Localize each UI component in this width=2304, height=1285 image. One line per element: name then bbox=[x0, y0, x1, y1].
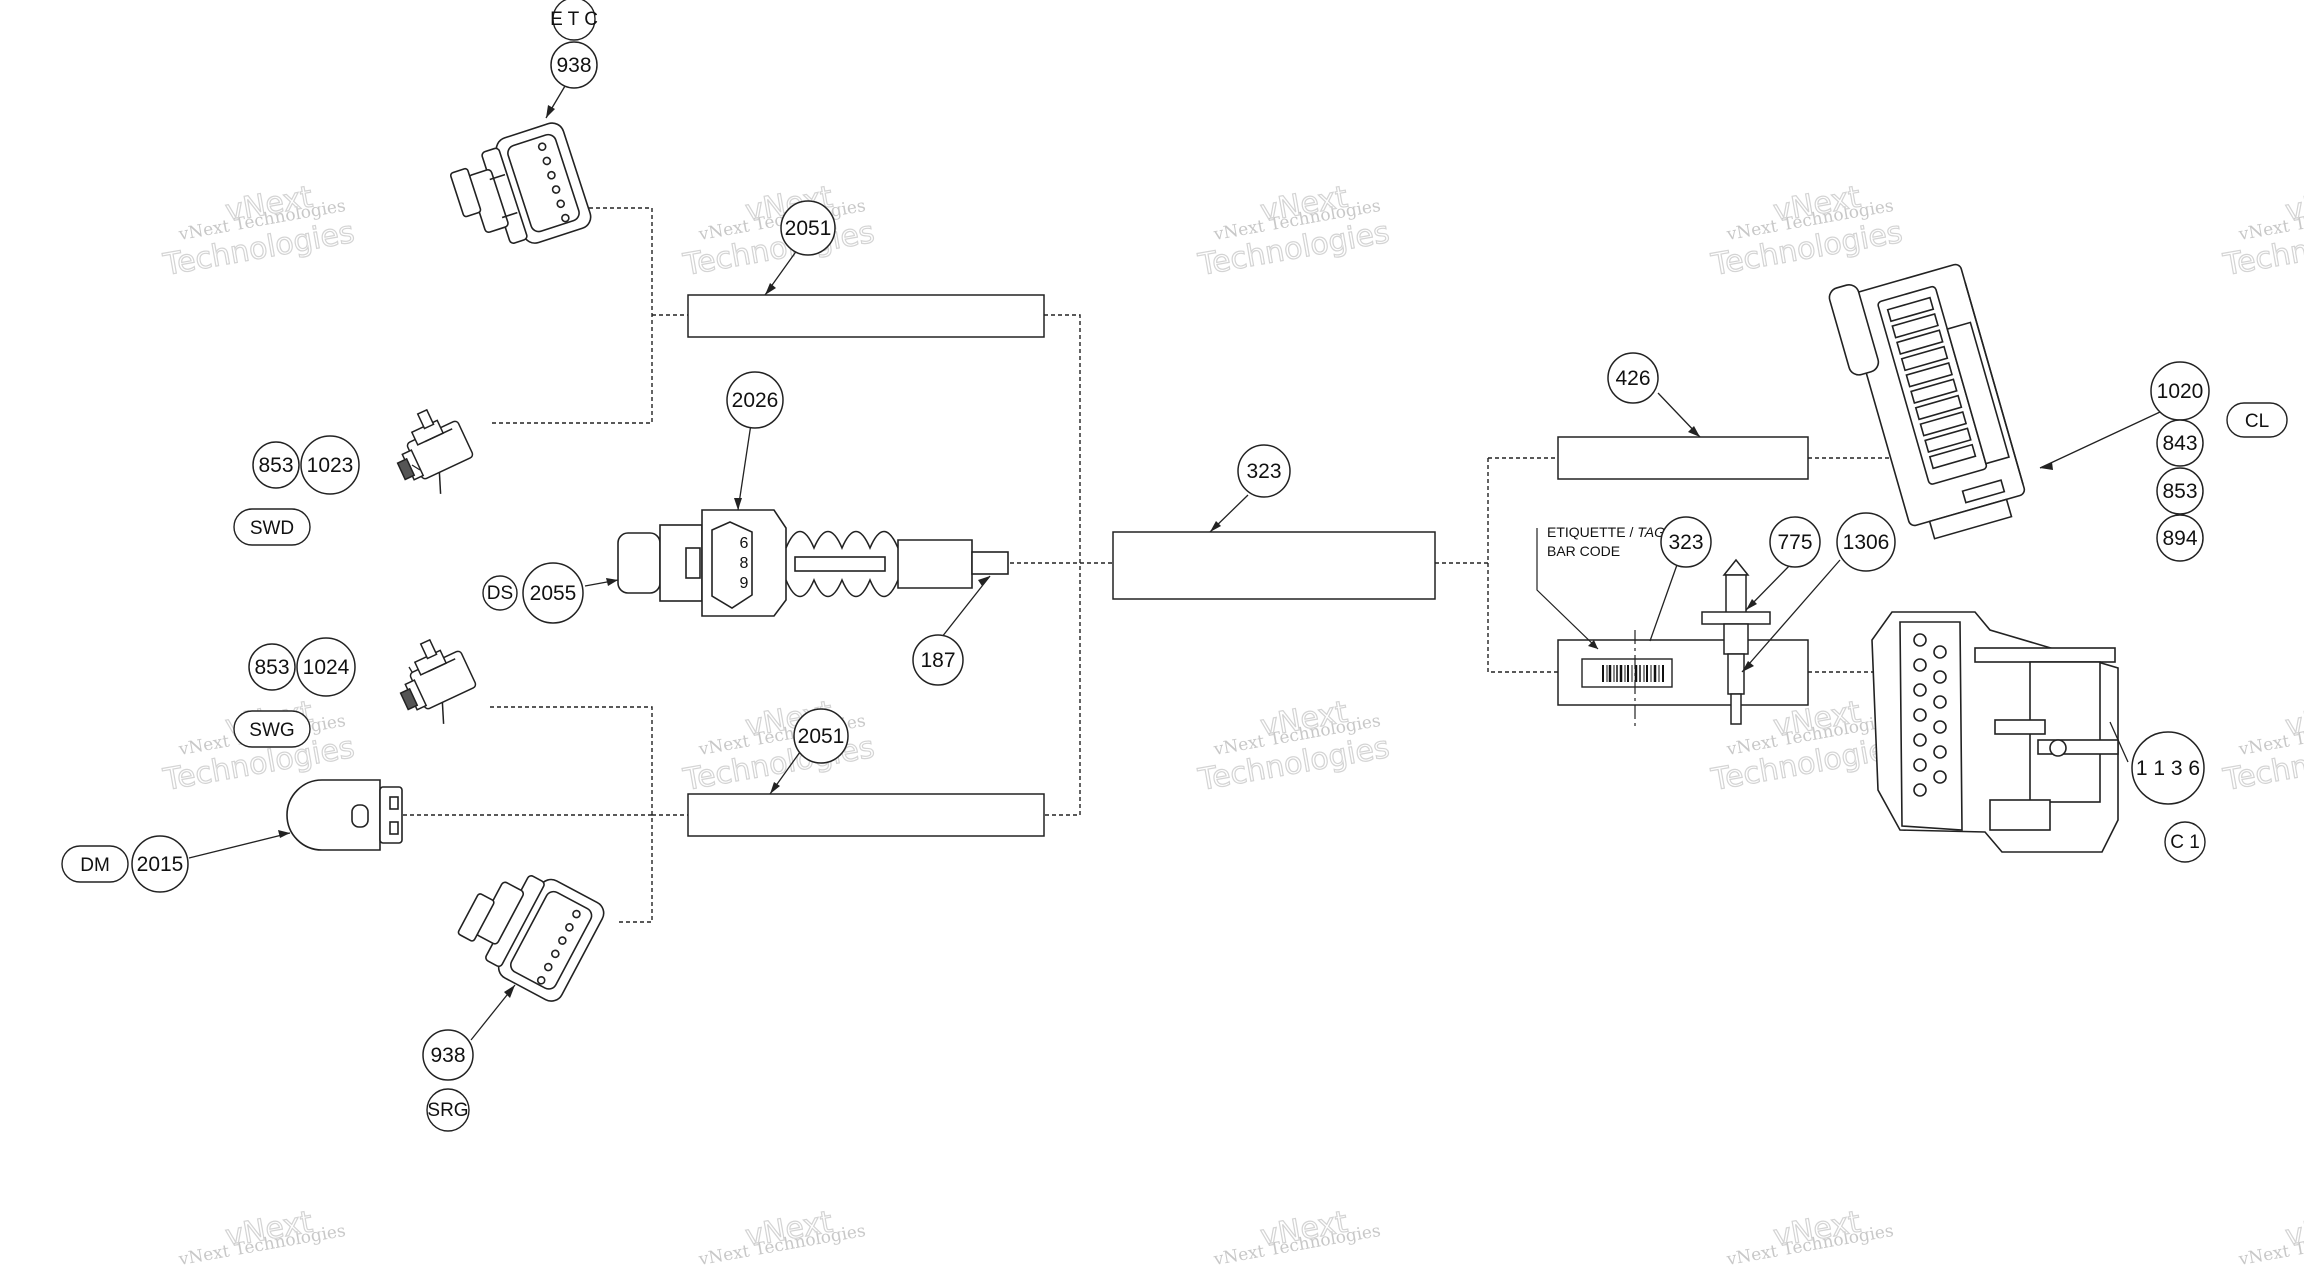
sleeve-cl-branch bbox=[1557, 436, 1809, 480]
callout-323-label: 323 bbox=[1660, 516, 1712, 568]
callout-number: 2055 bbox=[530, 582, 577, 605]
callout-number: 938 bbox=[430, 1044, 465, 1067]
callout-number: 323 bbox=[1668, 531, 1703, 554]
sensor-assembly: 6 8 9 bbox=[617, 509, 1009, 617]
wire-branch-riser bbox=[1487, 458, 1558, 673]
tag-line2: BAR CODE bbox=[1547, 543, 1620, 559]
terminal-pin bbox=[1701, 558, 1771, 725]
callout-number: 1 1 3 6 bbox=[2136, 757, 2200, 780]
callout-number: 853 bbox=[254, 656, 289, 679]
code-etc: E T C bbox=[550, 0, 598, 41]
callout-853-c: 853 bbox=[2156, 467, 2204, 515]
code-c1: C 1 bbox=[2164, 821, 2206, 863]
code-cl: CL bbox=[2226, 402, 2288, 438]
callout-1023: 1023 bbox=[300, 435, 360, 495]
code-ds: DS bbox=[482, 575, 518, 611]
wire-routing bbox=[403, 207, 1902, 923]
callout-894: 894 bbox=[2156, 514, 2204, 562]
callout-number: 843 bbox=[2162, 432, 2197, 455]
callout-number: 323 bbox=[1246, 460, 1281, 483]
callout-853-a: 853 bbox=[252, 441, 300, 489]
code-label: DM bbox=[80, 855, 110, 876]
callout-775: 775 bbox=[1769, 516, 1821, 568]
code-dm: DM bbox=[61, 845, 129, 883]
callout-number: 1306 bbox=[1843, 531, 1890, 554]
code-label: SWG bbox=[249, 720, 294, 741]
callout-number: 853 bbox=[2162, 480, 2197, 503]
callout-1024: 1024 bbox=[296, 637, 356, 697]
tag-box bbox=[1557, 639, 1809, 706]
callout-187: 187 bbox=[912, 634, 964, 686]
callout-number: 2015 bbox=[137, 853, 184, 876]
barcode-label bbox=[1581, 630, 1673, 730]
callout-843: 843 bbox=[2156, 419, 2204, 467]
callout-938-bottom: 938 bbox=[422, 1029, 474, 1081]
callout-number: 938 bbox=[556, 54, 591, 77]
callout-number: 1024 bbox=[303, 656, 350, 679]
callout-number: 2026 bbox=[732, 389, 779, 412]
wire-tubes-riser bbox=[1044, 314, 1081, 816]
swg-connector bbox=[399, 638, 477, 724]
code-srg: SRG bbox=[426, 1088, 470, 1132]
sensor-digits: 6 8 9 bbox=[740, 535, 749, 592]
code-label: SRG bbox=[427, 1100, 468, 1121]
callout-1136: 1 1 3 6 bbox=[2131, 731, 2205, 805]
dm-connector bbox=[286, 779, 403, 851]
srg-connector bbox=[457, 875, 605, 1002]
callout-1020: 1020 bbox=[2150, 361, 2210, 421]
callout-853-b: 853 bbox=[248, 643, 296, 691]
callout-938-top: 938 bbox=[550, 41, 598, 89]
callout-number: 187 bbox=[920, 649, 955, 672]
code-swd: SWD bbox=[233, 508, 311, 546]
callout-2055: 2055 bbox=[522, 562, 584, 624]
tag-label: ETIQUETTE / TAG BAR CODE bbox=[1536, 524, 1665, 650]
callout-number: 1020 bbox=[2157, 380, 2204, 403]
code-label: SWD bbox=[250, 518, 294, 539]
sleeve-bottom bbox=[687, 793, 1045, 837]
callout-2026: 2026 bbox=[726, 371, 784, 429]
sensor-digit: 9 bbox=[740, 575, 749, 592]
callout-number: 2051 bbox=[798, 725, 845, 748]
code-swg: SWG bbox=[233, 710, 311, 748]
code-label: E T C bbox=[550, 9, 598, 30]
callout-2051-bottom: 2051 bbox=[793, 708, 849, 764]
callout-2051-top: 2051 bbox=[780, 200, 836, 256]
sensor-digit: 8 bbox=[740, 555, 749, 572]
code-label: C 1 bbox=[2170, 832, 2200, 853]
callout-number: 894 bbox=[2162, 527, 2197, 550]
c1-connector bbox=[1871, 611, 2119, 853]
callout-323-center: 323 bbox=[1237, 444, 1291, 498]
tag-line1-italic: TAG bbox=[1637, 524, 1665, 540]
callout-number: 426 bbox=[1615, 367, 1650, 390]
sleeve-top bbox=[687, 294, 1045, 338]
swd-connector bbox=[396, 408, 474, 494]
cl-connector bbox=[1828, 263, 2026, 540]
arrowheads bbox=[278, 105, 2053, 998]
callout-2015: 2015 bbox=[131, 835, 189, 893]
callout-number: 775 bbox=[1777, 531, 1812, 554]
sensor-digit: 6 bbox=[740, 535, 749, 552]
callout-426: 426 bbox=[1607, 352, 1659, 404]
etc-connector bbox=[449, 122, 592, 244]
callout-number: 2051 bbox=[785, 217, 832, 240]
main-sleeve bbox=[1112, 531, 1436, 600]
code-label: DS bbox=[487, 583, 513, 604]
callout-number: 853 bbox=[258, 454, 293, 477]
callout-number: 1023 bbox=[307, 454, 354, 477]
callout-1306: 1306 bbox=[1836, 512, 1896, 572]
tag-line1-prefix: ETIQUETTE / bbox=[1547, 524, 1637, 540]
code-label: CL bbox=[2245, 411, 2269, 432]
svg-text:ETIQUETTE / TAG: ETIQUETTE / TAG bbox=[1547, 524, 1665, 540]
